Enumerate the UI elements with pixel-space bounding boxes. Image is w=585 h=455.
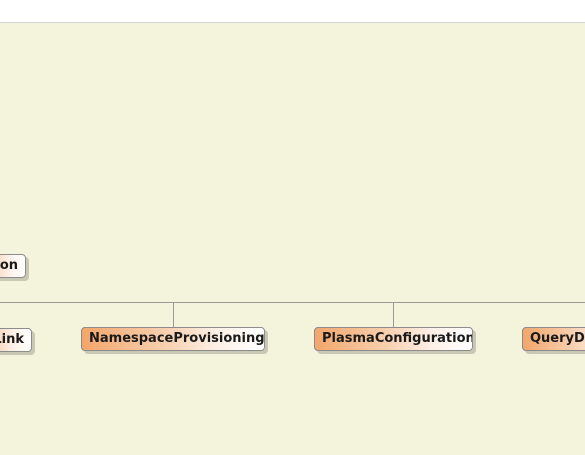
top-toolbar [0, 0, 585, 23]
connector-namespace [173, 302, 174, 327]
diagram-canvas: on Link NamespaceProvisioning PlasmaConf… [0, 23, 585, 455]
node-parent[interactable]: on [0, 254, 26, 278]
connector-plasma [393, 302, 394, 327]
node-query-ds[interactable]: QueryDS [522, 327, 585, 351]
node-link[interactable]: Link [0, 328, 32, 352]
connector-horizontal [0, 302, 585, 303]
node-namespace-provisioning[interactable]: NamespaceProvisioning [81, 327, 265, 351]
node-plasma-configuration[interactable]: PlasmaConfiguration [314, 327, 473, 351]
